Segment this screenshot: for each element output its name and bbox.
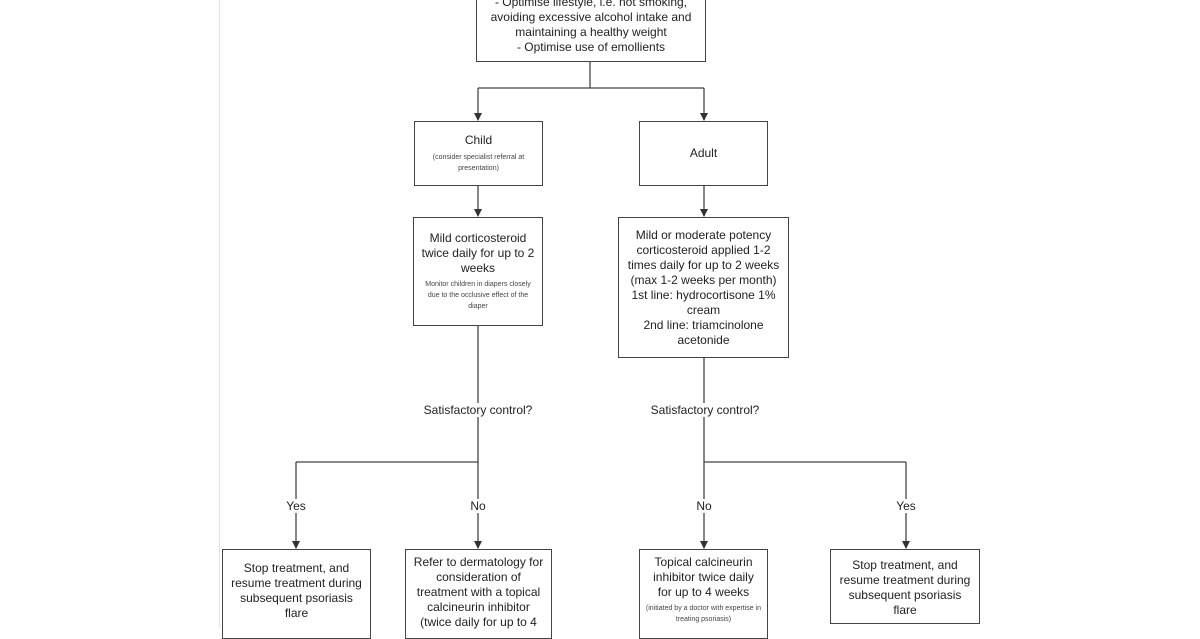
adult-treatment-box: Mild or moderate potency corticosteroid … xyxy=(618,217,789,358)
child-title: Child xyxy=(464,133,493,147)
child-yes-label: Yes xyxy=(281,499,311,513)
child-treatment-text: Mild corticosteroid twice daily for up t… xyxy=(421,231,535,275)
lifestyle-line-3: maintaining a healthy weight xyxy=(515,25,667,39)
child-treatment-box: Mild corticosteroid twice daily for up t… xyxy=(413,217,543,326)
adult-no-outcome-box: Topical calcineurin inhibitor twice dail… xyxy=(639,549,768,639)
child-no-outcome-text: Refer to dermatology for consideration o… xyxy=(413,555,544,629)
adult-treatment-text: Mild or moderate potency corticosteroid … xyxy=(627,227,780,347)
child-yes-outcome-text: Stop treatment, and resume treatment dur… xyxy=(231,561,362,620)
adult-no-outcome-text: Topical calcineurin inhibitor twice dail… xyxy=(653,555,754,599)
child-treatment-note: Monitor children in diapers closely due … xyxy=(425,281,531,310)
page-left-border xyxy=(219,0,220,628)
child-note: (consider specialist referral at present… xyxy=(432,154,525,172)
adult-yes-label: Yes xyxy=(891,499,921,513)
adult-yes-outcome-text: Stop treatment, and resume treatment dur… xyxy=(839,558,971,617)
child-box: Child (consider specialist referral at p… xyxy=(414,121,543,186)
adult-no-label: No xyxy=(691,499,717,513)
child-no-outcome-box: Refer to dermatology for consideration o… xyxy=(405,549,552,639)
lifestyle-line-4: - Optimise use of emollients xyxy=(516,40,666,54)
lifestyle-line-1: - Optimise lifestyle, i.e. not smoking, xyxy=(494,0,688,9)
child-no-label: No xyxy=(465,499,491,513)
adult-no-outcome-note: (initiated by a doctor with expertise in… xyxy=(645,605,762,623)
adult-satisfactory-control-question: Satisfactory control? xyxy=(641,403,769,417)
lifestyle-line-2: avoiding excessive alcohol intake and xyxy=(490,10,692,24)
adult-box: Adult xyxy=(639,121,768,186)
lifestyle-box: - Optimise lifestyle, i.e. not smoking, … xyxy=(476,0,706,62)
adult-yes-outcome-box: Stop treatment, and resume treatment dur… xyxy=(830,549,980,624)
adult-title: Adult xyxy=(689,146,718,160)
child-yes-outcome-box: Stop treatment, and resume treatment dur… xyxy=(222,549,371,639)
child-satisfactory-control-question: Satisfactory control? xyxy=(414,403,542,417)
